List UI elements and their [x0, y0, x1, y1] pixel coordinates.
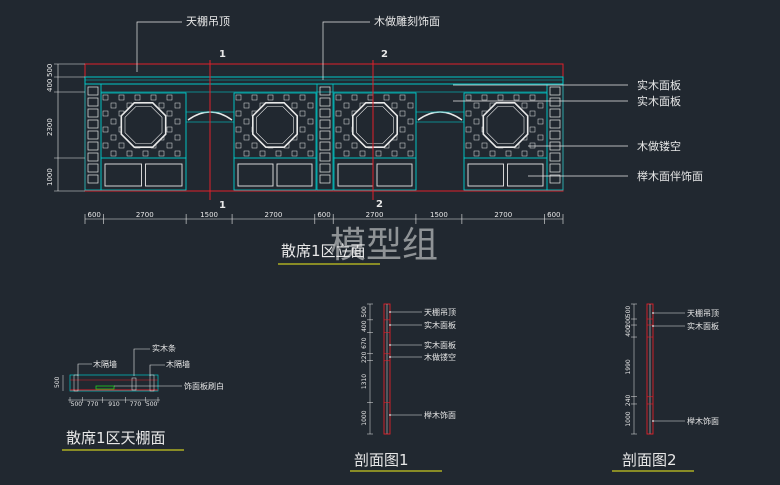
cp-height-dim: 500 [54, 376, 61, 388]
label-beech-panel: 榉木面伴饰面 [637, 169, 703, 183]
hdim-label: 600 [317, 211, 330, 219]
vdim-400: 400 [46, 79, 54, 92]
carved-panel [100, 92, 187, 191]
vdim-1000: 1000 [46, 168, 54, 186]
section-dim-label: 400 [625, 325, 632, 337]
section-dim-label: 200 [625, 316, 632, 328]
section-label: 榉木饰面 [424, 410, 456, 420]
hdim-label: 600 [88, 211, 101, 219]
label-ceiling: 天棚吊顶 [186, 14, 230, 28]
label-lattice: 木做镂空 [637, 139, 681, 153]
horizontal-dimension-chain: 600 2700 1500 2700 600 2700 1500 2700 600 [84, 211, 564, 224]
section-mark-1-top: 1 [219, 49, 226, 60]
section-mark-2-bottom: 2 [376, 199, 383, 210]
section1-title: 剖面图1 [354, 451, 409, 469]
elevation-drawing: 1 2 1 2 [84, 49, 564, 211]
section-label: 榉木饰面 [687, 416, 719, 426]
elevation-title: 散席1区立面 [281, 242, 366, 260]
watermark: 模型组 [330, 225, 438, 266]
label-solid-panel-1: 实木面板 [637, 78, 681, 92]
section-dim-label: 1310 [361, 374, 368, 389]
vdim-500: 500 [46, 64, 54, 77]
post-column [316, 83, 334, 191]
section-label: 实木面板 [424, 340, 456, 350]
section-dim-label: 1000 [361, 410, 368, 425]
cp-label-finish: 饰面板刷白 [184, 381, 224, 391]
cp-dim-label: 500 [146, 401, 158, 408]
carved-panel [463, 92, 548, 191]
section-label: 天棚吊顶 [424, 307, 456, 317]
section2-title: 剖面图2 [622, 451, 677, 469]
vertical-dimension-chain: 500 400 2300 1000 [46, 64, 85, 192]
cp-dim-label: 770 [130, 401, 142, 408]
carved-panel [233, 92, 317, 191]
post-column [546, 83, 564, 191]
hdim-label: 2700 [494, 211, 512, 219]
section-mark-2-top: 2 [381, 49, 388, 60]
cp-dim-label: 770 [87, 401, 99, 408]
section-dim-label: 500 [361, 306, 368, 318]
cp-dim-label: 910 [108, 401, 120, 408]
vdim-2300: 2300 [46, 118, 54, 136]
section-dim-label: 240 [625, 394, 632, 406]
section-dim-label: 500 [625, 306, 632, 318]
cp-label-partition-right: 木隔墙 [166, 359, 190, 369]
section-dim-label: 220 [361, 351, 368, 363]
carved-panel [333, 92, 417, 191]
section-mark-1-bottom: 1 [219, 200, 226, 211]
hdim-label: 1500 [430, 211, 448, 219]
section-dim-label: 400 [361, 320, 368, 332]
ceiling-plan-title: 散席1区天棚面 [66, 429, 166, 447]
section-label: 实木面板 [687, 321, 719, 331]
cp-dim-label: 500 [71, 401, 83, 408]
hdim-label: 600 [547, 211, 560, 219]
elevation-leaders [136, 21, 628, 177]
hdim-label: 2700 [366, 211, 384, 219]
cp-label-solid-strip: 实木条 [152, 343, 176, 353]
section-label: 实木面板 [424, 320, 456, 330]
label-wood-carving: 木做雕刻饰面 [374, 14, 440, 28]
section-dim-label: 670 [361, 337, 368, 349]
section-label: 天棚吊顶 [687, 308, 719, 318]
cp-label-partition-left: 木隔墙 [93, 359, 117, 369]
section-dim-label: 1990 [625, 359, 632, 374]
section-dim-label: 1000 [625, 411, 632, 426]
post-column [84, 83, 102, 191]
hdim-label: 1500 [200, 211, 218, 219]
hdim-label: 2700 [265, 211, 283, 219]
label-solid-panel-2: 实木面板 [637, 94, 681, 108]
hdim-label: 2700 [136, 211, 154, 219]
ceiling-plan-drawing: 500 500 770 910 770 500 实木条 木隔墙 木隔墙 饰面板刷白 [54, 343, 224, 408]
section-label: 木做镂空 [424, 352, 456, 362]
